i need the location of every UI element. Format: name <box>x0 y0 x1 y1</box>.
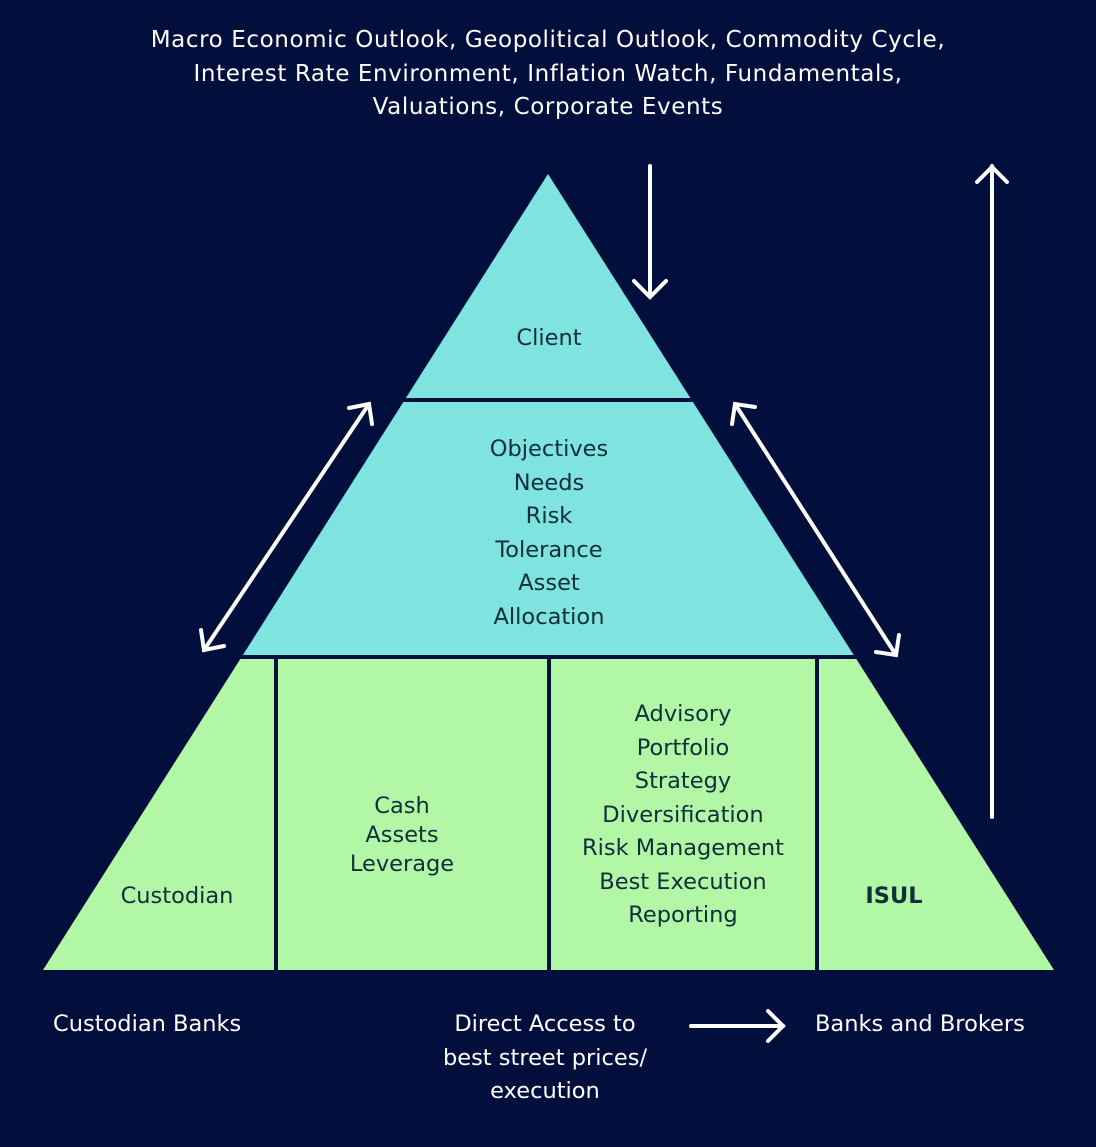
middle-line: Tolerance <box>495 536 603 563</box>
double-arrow-left-icon <box>199 401 374 653</box>
base-cell-line: Diversification <box>602 801 764 828</box>
footer-custodian-banks: Custodian Banks <box>53 1011 242 1037</box>
header-line: Interest Rate Environment, Inflation Wat… <box>193 60 903 87</box>
base-cell-line: Portfolio <box>636 734 730 761</box>
base-cell-line: Assets <box>365 822 439 848</box>
base-cell-isul: ISUL <box>865 880 922 914</box>
base-cell-line: Reporting <box>628 902 738 928</box>
client-divider <box>43 398 1054 402</box>
middle-line: Objectives <box>489 436 609 462</box>
middle-line: Asset <box>518 570 580 596</box>
header-factors: Macro Economic Outlook, Geopolitical Out… <box>0 24 1096 125</box>
base-cell-cash-assets: Cash Assets Leverage <box>350 792 454 879</box>
middle-layer-text: Objectives Needs Risk Tolerance Asset Al… <box>490 433 608 634</box>
middle-line: Risk <box>525 503 573 529</box>
arrow-right-icon <box>689 1009 786 1043</box>
base-cell-advisory: Advisory Portfolio Strategy Diversificat… <box>582 698 784 933</box>
base-cell-line: Strategy <box>634 768 732 794</box>
footer-center-line: best street prices/ <box>442 1044 648 1071</box>
middle-line: Needs <box>513 469 585 496</box>
client-label: Client <box>516 325 582 351</box>
base-cell-line: Cash <box>374 793 430 819</box>
base-divider-3 <box>815 656 819 970</box>
footer-banks-brokers: Banks and Brokers <box>815 1011 1025 1037</box>
base-divider-2 <box>547 656 551 970</box>
base-cell-line: Best Execution <box>599 868 767 895</box>
header-line: Macro Economic Outlook, Geopolitical Out… <box>150 27 946 53</box>
footer-center-line: execution <box>490 1078 600 1104</box>
header-line: Valuations, Corporate Events <box>372 94 724 120</box>
base-cell-line: Advisory <box>634 701 732 727</box>
arrow-down-icon <box>632 164 668 300</box>
arrow-up-icon <box>975 164 1009 819</box>
base-cell-line: Custodian <box>120 883 234 909</box>
base-cell-line: Risk Management <box>581 835 785 861</box>
base-cell-line: ISUL <box>865 883 923 909</box>
footer-center-line: Direct Access to <box>454 1011 636 1037</box>
base-divider-1 <box>274 656 278 970</box>
base-cell-line: Leverage <box>349 851 455 877</box>
base-cell-custodian: Custodian <box>121 880 234 914</box>
footer-direct-access: Direct Access to best street prices/ exe… <box>443 1008 647 1109</box>
middle-line: Allocation <box>493 603 605 630</box>
double-arrow-right-icon <box>730 401 901 658</box>
